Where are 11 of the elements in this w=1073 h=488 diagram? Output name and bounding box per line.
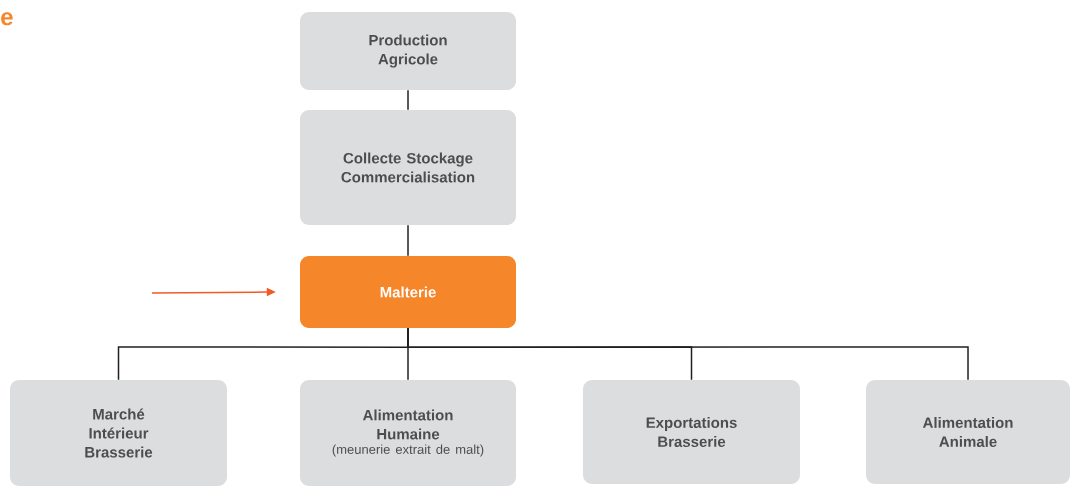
- highlighted-box: Malterie: [300, 256, 516, 328]
- connector-line: [407, 327, 969, 381]
- process-box: Alimentation Animale: [866, 380, 1070, 484]
- process-box: Marché Intérieur Brasserie: [10, 380, 227, 486]
- connector-line: [407, 89, 409, 111]
- connector-line: [407, 224, 409, 257]
- process-box: Collecte Stockage Commercialisation: [300, 110, 516, 225]
- process-box: Production Agricole: [300, 12, 516, 90]
- process-box: Exportations Brasserie: [583, 380, 800, 484]
- title-fragment: e: [1, 12, 13, 26]
- process-box: Alimentation Humaine (meunerie extrait de malt): [300, 380, 516, 486]
